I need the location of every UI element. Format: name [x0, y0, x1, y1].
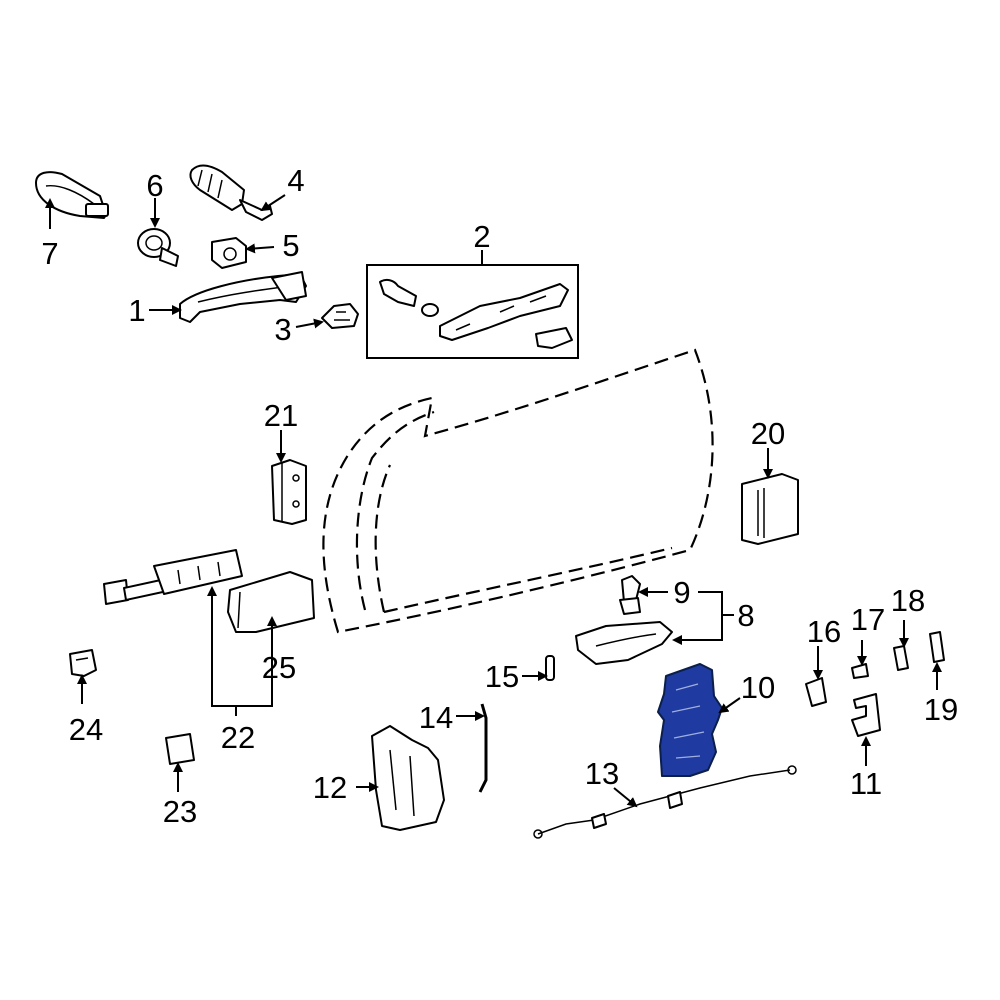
- callout-2: 2: [473, 219, 490, 254]
- part-2-handle-kit[interactable]: [366, 264, 579, 359]
- part-3-handle-clip[interactable]: [321, 303, 359, 329]
- part-23-bumper[interactable]: [165, 733, 195, 765]
- callout-12: 12: [313, 770, 347, 805]
- part-14-rod[interactable]: [478, 703, 488, 793]
- callout-16: 16: [807, 614, 841, 649]
- part-7-key-fob[interactable]: [35, 171, 109, 219]
- callout-10: 10: [741, 670, 775, 705]
- part-9-actuator-pin[interactable]: [619, 575, 641, 615]
- callout-6: 6: [146, 168, 163, 203]
- part-18-shim[interactable]: [893, 645, 909, 671]
- callout-20: 20: [751, 416, 785, 451]
- callout-8: 8: [737, 598, 754, 633]
- part-22-door-check[interactable]: [103, 549, 243, 605]
- callout-19: 19: [924, 692, 958, 727]
- callout-18: 18: [891, 583, 925, 618]
- door-outline: [322, 348, 714, 634]
- part-1-outside-handle[interactable]: [179, 271, 307, 323]
- callout-11: 11: [850, 766, 882, 801]
- callout-14: 14: [419, 700, 453, 735]
- part-8-inside-handle[interactable]: [575, 621, 673, 665]
- part-25-door-stop-pad[interactable]: [227, 571, 315, 633]
- part-10-door-lock-actuator[interactable]: [657, 663, 723, 777]
- part-13-release-cable[interactable]: [533, 765, 797, 839]
- callout-21: 21: [264, 398, 298, 433]
- callout-7: 7: [41, 236, 58, 271]
- part-20-control-module[interactable]: [741, 473, 799, 545]
- part-16-striker-bracket[interactable]: [805, 677, 827, 707]
- callout-4: 4: [287, 163, 304, 198]
- part-24-bracket[interactable]: [69, 649, 97, 677]
- callout-9: 9: [673, 575, 690, 610]
- part-4-lock-cylinder[interactable]: [189, 164, 273, 221]
- callout-13: 13: [585, 756, 619, 791]
- callout-15: 15: [485, 659, 519, 694]
- callout-3: 3: [274, 312, 291, 347]
- callout-24: 24: [69, 712, 103, 747]
- part-15-pin[interactable]: [545, 655, 555, 681]
- part-19-plate[interactable]: [929, 631, 945, 663]
- callout-1: 1: [128, 293, 145, 328]
- callout-17: 17: [851, 602, 885, 637]
- part-21-door-hinge[interactable]: [271, 459, 307, 525]
- part-5-handle-carrier[interactable]: [211, 237, 247, 269]
- callout-5: 5: [282, 228, 299, 263]
- callout-labels: 7 6 4 5 1 3 2 21 20 9 8 10 11 12 13 14 1…: [41, 163, 958, 829]
- callout-25: 25: [262, 650, 296, 685]
- part-6-lock-cylinder-cap[interactable]: [137, 228, 179, 267]
- leader-lines: [45, 194, 942, 808]
- part-12-lock-housing[interactable]: [371, 725, 445, 831]
- callout-23: 23: [163, 794, 197, 829]
- part-11-door-striker[interactable]: [851, 693, 881, 737]
- part-17-clip[interactable]: [851, 663, 869, 679]
- callout-22: 22: [221, 720, 255, 755]
